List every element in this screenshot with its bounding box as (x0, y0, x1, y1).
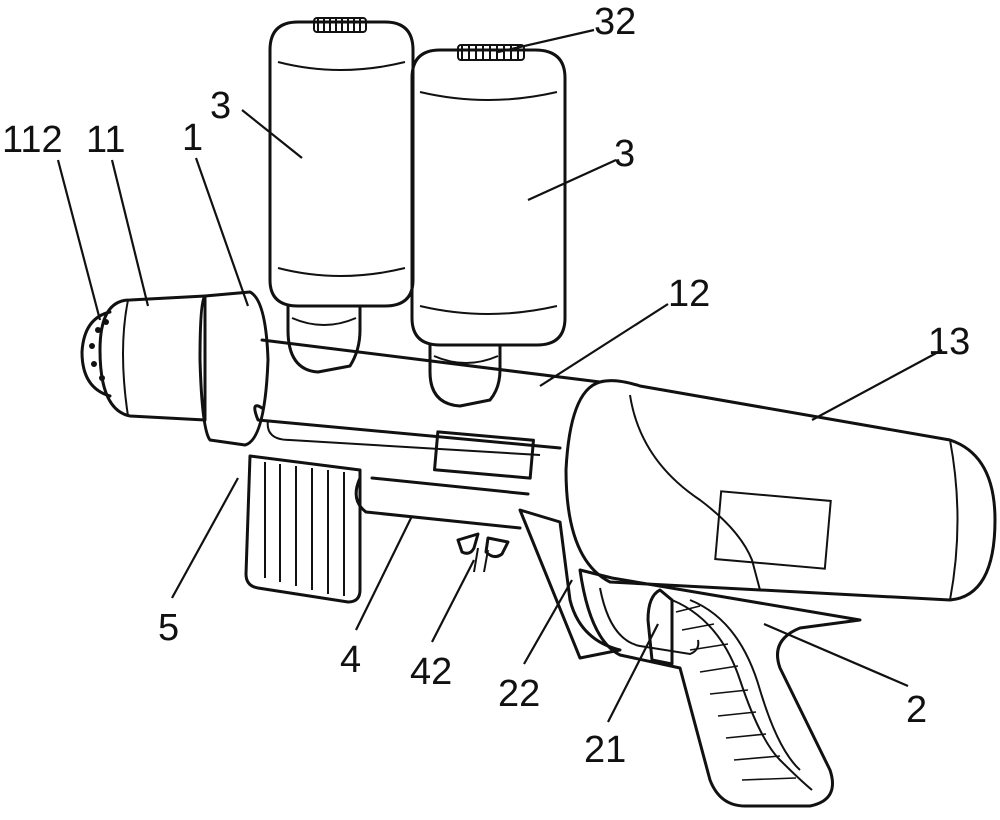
reference-labels: 112 11 1 3 32 3 12 13 5 4 42 22 21 2 (2, 1, 970, 771)
tank-connector-right (428, 343, 502, 408)
leader-lines (56, 28, 943, 723)
label-5: 5 (158, 607, 179, 649)
foregrip (244, 454, 362, 604)
pump-rod (354, 476, 530, 530)
grip-hatching (675, 605, 797, 781)
label-112: 112 (2, 119, 63, 161)
label-1: 1 (182, 117, 203, 159)
tank-connector-left (286, 304, 362, 374)
valve (456, 532, 510, 573)
nozzle-body (98, 294, 207, 422)
label-21: 21 (584, 729, 626, 771)
nozzle-cap (80, 310, 112, 398)
rear-housing (564, 379, 997, 602)
label-22: 22 (498, 673, 540, 715)
label-4: 4 (340, 639, 361, 681)
pump-cylinder (198, 290, 270, 447)
label-42: 42 (410, 651, 452, 693)
trigger (646, 588, 674, 666)
water-tank-right (410, 44, 567, 347)
barrel-tube (253, 338, 602, 456)
slide-handle (433, 430, 535, 480)
label-2: 2 (906, 689, 927, 731)
trigger-guard-front (518, 508, 622, 660)
label-13: 13 (928, 321, 970, 363)
label-3-right: 3 (614, 133, 635, 175)
label-32: 32 (594, 1, 636, 43)
label-3-left: 3 (210, 85, 231, 127)
pistol-grip (578, 568, 862, 808)
label-12: 12 (668, 273, 710, 315)
label-11: 11 (86, 119, 125, 161)
water-tank-left (268, 17, 415, 308)
